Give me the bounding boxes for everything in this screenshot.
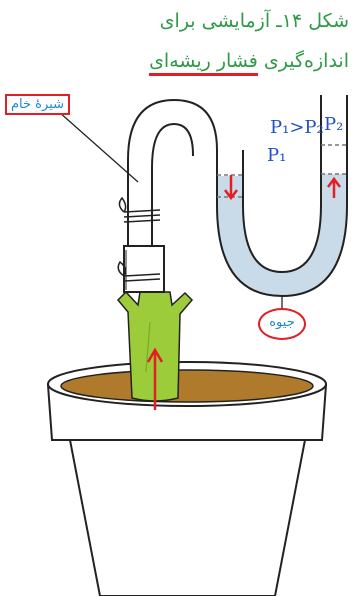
mercury-label: جیوه	[258, 308, 306, 340]
soil	[61, 370, 313, 402]
figure-title-line1: شکل ۱۴ـ آزمایشی برای	[160, 10, 349, 32]
title-prefix: اندازه‌گیری	[264, 50, 349, 72]
rubber-joint	[124, 246, 164, 292]
crude-sap-label: شیرهٔ خام	[5, 94, 70, 115]
title-underlined: فشار ریشه‌ای	[149, 50, 258, 76]
p1-label: P₁	[267, 145, 286, 166]
flower-pot	[48, 362, 326, 596]
pressure-comparison: P₁>P₂	[270, 117, 324, 138]
figure-title-line2: اندازه‌گیری فشار ریشه‌ای	[149, 50, 349, 72]
p2-label: P₂	[324, 114, 343, 135]
